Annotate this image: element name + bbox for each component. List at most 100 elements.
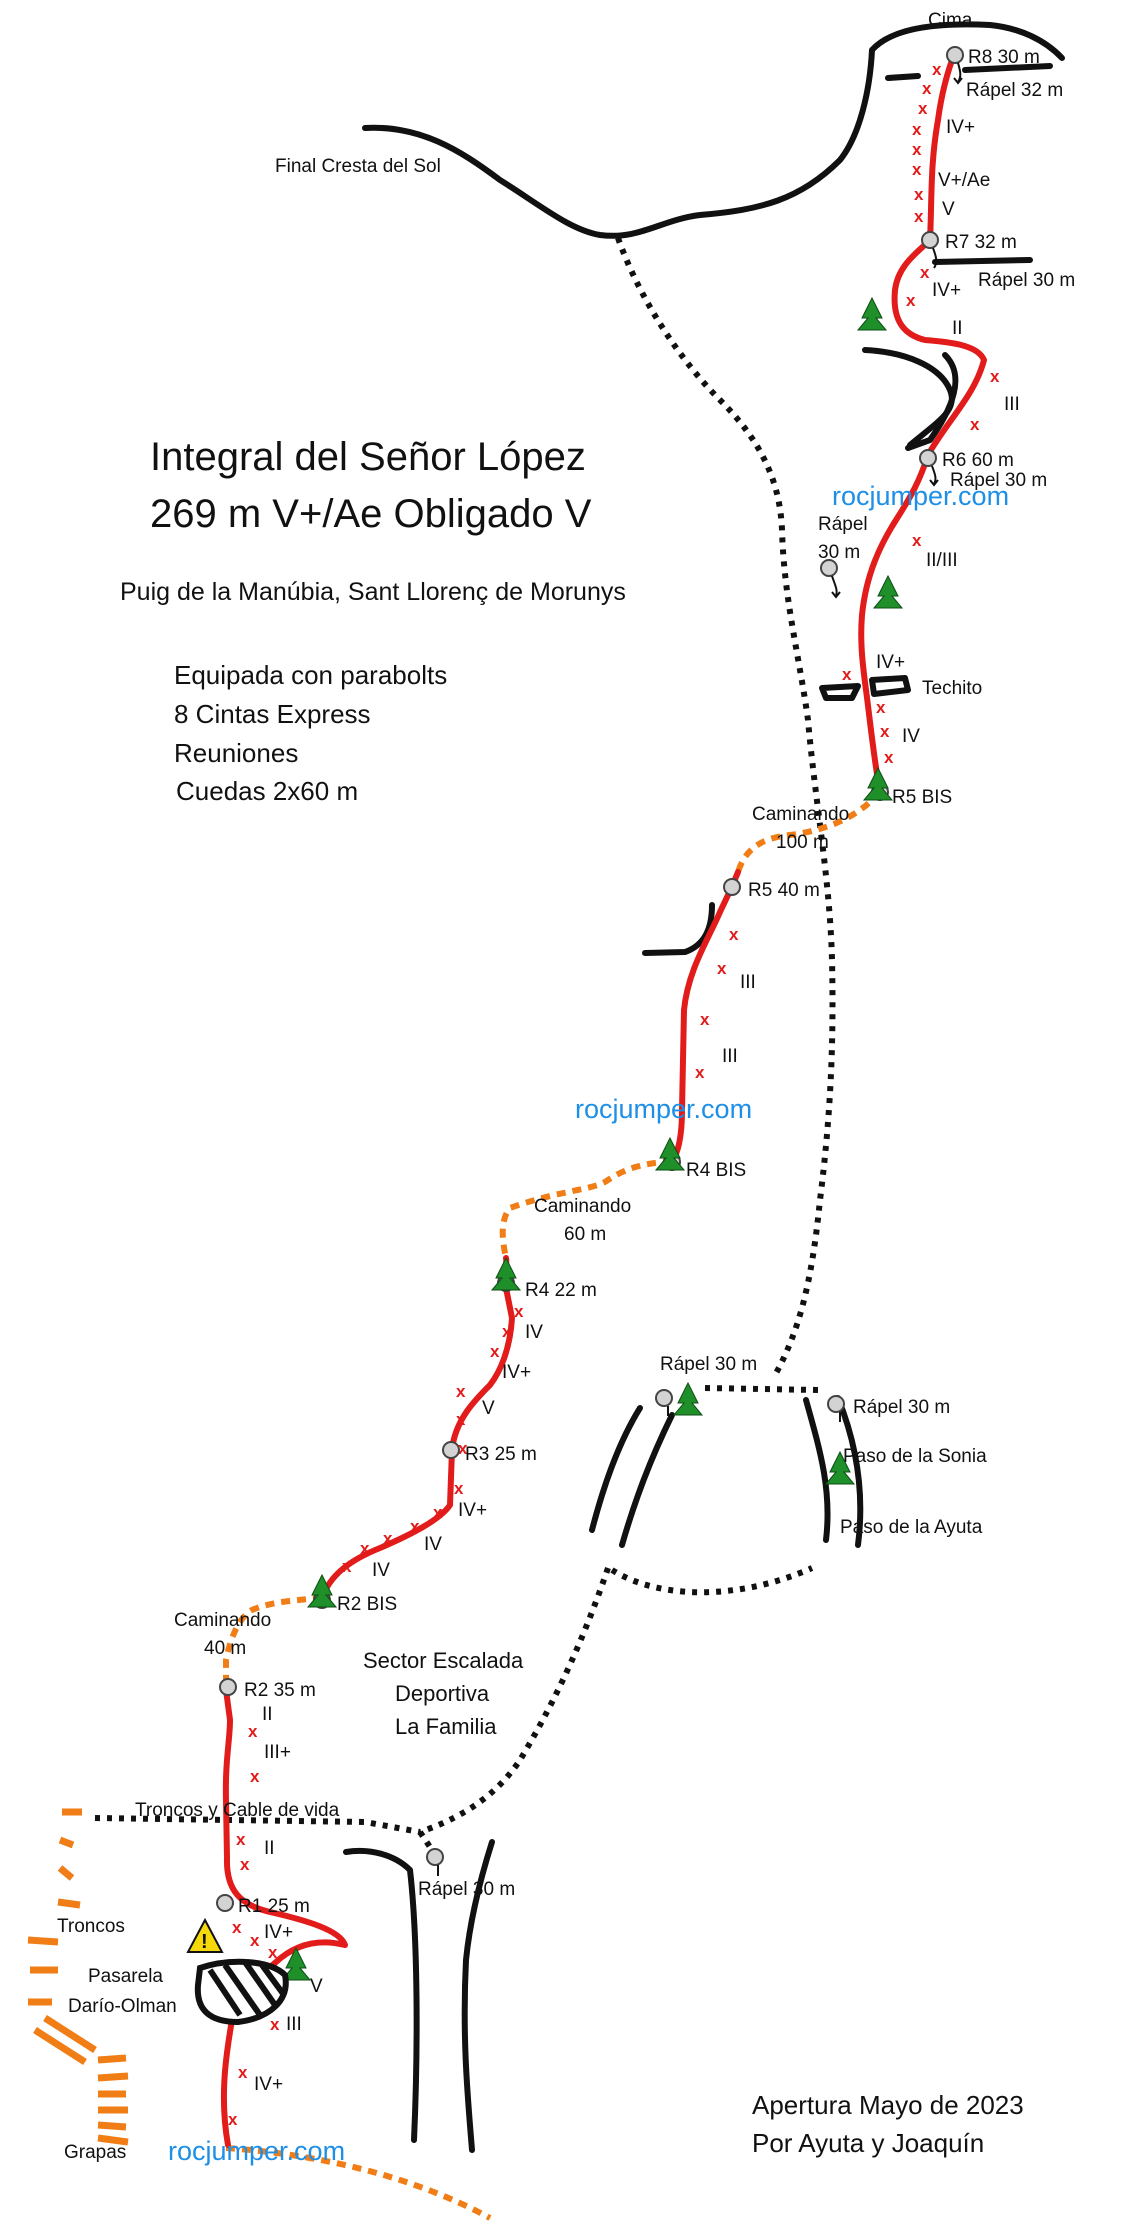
bolt: x bbox=[932, 60, 942, 79]
anchor-rappel-side bbox=[820, 559, 838, 577]
belay-label: R2 BIS bbox=[337, 1594, 397, 1615]
bolt: x bbox=[906, 291, 916, 310]
grade-label: IV bbox=[525, 1322, 543, 1343]
grade-label: V+/Ae bbox=[938, 170, 990, 191]
bolt: x bbox=[912, 140, 922, 159]
place-labels: Cima Final Cresta del Sol Techito Camina… bbox=[57, 10, 987, 2163]
belay-label: R1 25 m bbox=[238, 1896, 310, 1917]
bolt: x bbox=[970, 415, 980, 434]
tree-icon bbox=[856, 296, 888, 331]
anchor-r7 bbox=[921, 231, 939, 249]
rappel-label: Rápel 30 m bbox=[660, 1354, 757, 1375]
anchor-rappel-mid-left bbox=[655, 1389, 673, 1407]
watermark: rocjumper.com bbox=[575, 1094, 752, 1124]
bolt: x bbox=[695, 1063, 705, 1082]
anchor-r3 bbox=[442, 1441, 460, 1459]
bolt: x bbox=[250, 1767, 260, 1786]
grade-label: II bbox=[952, 318, 963, 339]
bolt: x bbox=[514, 1302, 524, 1321]
grade-label: II bbox=[262, 1704, 273, 1725]
belay-label: R5 40 m bbox=[748, 880, 820, 901]
bolt: x bbox=[717, 959, 727, 978]
bolt: x bbox=[912, 120, 922, 139]
bolt: x bbox=[240, 1855, 250, 1874]
bolt: x bbox=[250, 1931, 260, 1950]
descent-paths bbox=[94, 236, 836, 1852]
grade-label: II bbox=[264, 1838, 275, 1859]
anchor-r5 bbox=[723, 878, 741, 896]
credits-line: Apertura Mayo de 2023 bbox=[752, 2090, 1024, 2120]
bolt: x bbox=[238, 2063, 248, 2082]
pasarela-bridge bbox=[194, 1958, 289, 2026]
anchor-r8 bbox=[946, 46, 964, 64]
walk-label: Caminando bbox=[174, 1610, 271, 1631]
rappel-label: Rápel 32 m bbox=[966, 80, 1063, 101]
grade-label: IV+ bbox=[932, 280, 961, 301]
route-location: Puig de la Manúbia, Sant Llorenç de Moru… bbox=[120, 578, 626, 606]
grade-label: IV+ bbox=[876, 652, 905, 673]
belay-label: R3 25 m bbox=[465, 1444, 537, 1465]
bolt: x bbox=[884, 748, 894, 767]
grade-label: V bbox=[310, 1976, 323, 1997]
approach-label: Troncos bbox=[57, 1916, 125, 1937]
anchor-r1 bbox=[216, 1894, 234, 1912]
warning-sign: ! bbox=[186, 1917, 224, 1953]
grade-label: IV+ bbox=[254, 2074, 283, 2095]
warning-icon: ! bbox=[201, 1931, 208, 1953]
sector-label: Sector Escalada bbox=[363, 1648, 524, 1673]
bolt: x bbox=[842, 665, 852, 684]
belay-label: R4 BIS bbox=[686, 1160, 746, 1181]
bolt: x bbox=[236, 1830, 246, 1849]
bolt: x bbox=[502, 1322, 512, 1341]
grade-label: II/III bbox=[926, 550, 958, 571]
grade-label: IV bbox=[902, 726, 920, 747]
walk-label: Caminando bbox=[752, 804, 849, 825]
tree-icons bbox=[280, 296, 904, 1981]
walk-label: 100 m bbox=[776, 832, 829, 853]
bolt: x bbox=[880, 722, 890, 741]
tree-icon bbox=[672, 1381, 704, 1416]
route-line bbox=[220, 49, 987, 2148]
ridge-label: Final Cresta del Sol bbox=[275, 156, 441, 177]
bolt: x bbox=[912, 531, 922, 550]
bolt: x bbox=[922, 79, 932, 98]
grade-label: III bbox=[722, 1046, 738, 1067]
bolt: x bbox=[268, 1943, 278, 1962]
bridge-label: Darío-Olman bbox=[68, 1996, 177, 2017]
rappel-label: Rápel 30 m bbox=[853, 1397, 950, 1418]
walk-label: 40 m bbox=[204, 1638, 246, 1659]
rappel-label: Rápel 30 m bbox=[950, 470, 1047, 491]
tree-icon bbox=[824, 1450, 856, 1485]
bridge-label: Pasarela bbox=[88, 1966, 163, 1987]
bolt: x bbox=[918, 99, 928, 118]
bolt: x bbox=[270, 2015, 280, 2034]
approach-paths bbox=[27, 790, 883, 2221]
belay-label: R8 30 m bbox=[968, 47, 1040, 68]
rappel-label: 30 m bbox=[818, 542, 860, 563]
grade-label: III bbox=[1004, 394, 1020, 415]
grade-label: IV+ bbox=[502, 1362, 531, 1383]
belay-label: R6 60 m bbox=[942, 450, 1014, 471]
summit-label: Cima bbox=[928, 10, 973, 31]
equipment-line: Cuedas 2x60 m bbox=[176, 776, 358, 806]
tree-icon bbox=[872, 574, 904, 609]
anchor-rappel-low bbox=[426, 1848, 444, 1866]
sector-label: La Familia bbox=[395, 1714, 497, 1739]
walk-label: Caminando bbox=[534, 1196, 631, 1217]
bolt: x bbox=[454, 1479, 464, 1498]
rappel-labels: Rápel 32 m Rápel 30 m Rápel 30 m Rápel 3… bbox=[418, 80, 1075, 1900]
watermarks: rocjumper.com rocjumper.com rocjumper.co… bbox=[168, 481, 1009, 2166]
tree-icon bbox=[280, 1946, 312, 1981]
bolt: x bbox=[383, 1529, 393, 1548]
walk-label: 60 m bbox=[564, 1224, 606, 1245]
grade-label: V bbox=[482, 1398, 495, 1419]
grade-label: IV+ bbox=[264, 1922, 293, 1943]
grade-label: III bbox=[286, 2014, 302, 2035]
bolt: x bbox=[490, 1342, 500, 1361]
bolt: x bbox=[990, 367, 1000, 386]
grade-label: IV bbox=[372, 1560, 390, 1581]
grade-label: III+ bbox=[264, 1742, 291, 1763]
credits-line: Por Ayuta y Joaquín bbox=[752, 2128, 984, 2158]
belay-label: R2 35 m bbox=[244, 1680, 316, 1701]
title-block: Integral del Señor López 269 m V+/Ae Obl… bbox=[120, 435, 1024, 2158]
